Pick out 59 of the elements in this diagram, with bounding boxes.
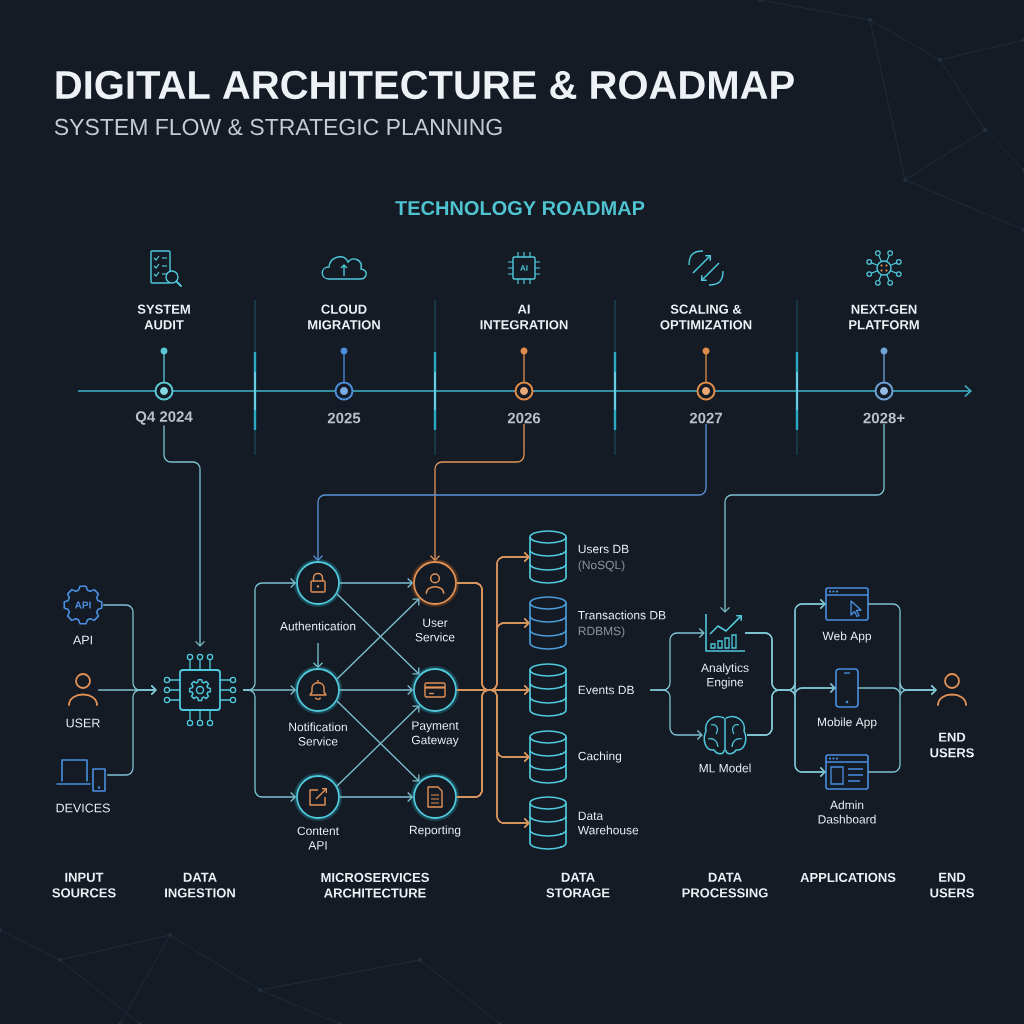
node-label: Payment Gateway	[411, 721, 459, 747]
node-label: ML Model	[699, 763, 751, 773]
database-label: Transactions DB	[578, 610, 666, 620]
arrow	[339, 791, 414, 803]
milestone-label: CLOUD MIGRATION	[308, 304, 380, 330]
arrow	[106, 684, 157, 776]
milestone-label: AI INTEGRATION	[480, 304, 568, 330]
section-heading: TECHNOLOGY ROADMAP	[395, 200, 645, 216]
node-label: User Service	[415, 618, 455, 642]
node-label: DEVICES	[56, 803, 110, 813]
column-heading: APPLICATIONS	[800, 872, 896, 882]
arrow	[429, 423, 525, 562]
milestone-label: SYSTEM AUDIT	[137, 304, 190, 330]
title: DIGITAL ARCHITECTURE & ROADMAP	[56, 70, 794, 100]
node-label: END USERS	[930, 732, 974, 758]
arrow	[312, 642, 324, 669]
milestone-label: NEXT-GEN PLATFORM	[849, 304, 919, 330]
column-heading: DATA INGESTION	[165, 872, 235, 898]
node-label: USER	[66, 718, 100, 728]
arrow	[746, 689, 826, 778]
arrow	[163, 424, 206, 647]
year-label: 2028+	[863, 412, 905, 424]
node-label: Admin Dashboard	[818, 800, 876, 824]
node-label: Reporting	[410, 825, 461, 837]
node-label: Web App	[822, 631, 872, 643]
node-label: Mobile App	[818, 717, 877, 729]
arrow	[649, 689, 703, 741]
column-heading: END USERS	[930, 872, 974, 898]
year-label: 2026	[507, 412, 541, 424]
column-heading: DATA STORAGE	[546, 872, 610, 898]
icon-text: AI	[520, 265, 528, 271]
database-label: Caching	[578, 751, 622, 763]
node-label: Content API	[297, 826, 339, 850]
arrow	[312, 423, 707, 562]
branching-arrows	[456, 551, 530, 829]
column-heading: MICROSERVICES ARCHITECTURE	[321, 872, 429, 898]
year-label: Q4 2024	[135, 411, 193, 425]
node-label: Analytics Engine	[701, 663, 749, 689]
database-label: Data Warehouse	[577, 811, 639, 835]
milestone-label: SCALING & OPTIMIZATION	[660, 304, 752, 330]
arrow	[339, 577, 414, 589]
icon-text: API	[74, 601, 91, 609]
arrow	[339, 684, 414, 696]
chip-icon	[163, 653, 237, 727]
node-label: Notification Service	[289, 722, 347, 746]
year-label: 2027	[689, 412, 723, 424]
column-heading: INPUT SOURCES	[52, 872, 116, 898]
subtitle: SYSTEM FLOW & STRATEGIC PLANNING	[54, 118, 502, 136]
node-label: Authentication	[280, 621, 356, 631]
database-type: (NoSQL)	[578, 560, 625, 572]
arrow	[867, 684, 937, 773]
database-label: Users DB	[578, 544, 629, 554]
arrow	[242, 689, 297, 803]
node-label: API	[72, 635, 92, 645]
column-heading: DATA PROCESSING	[682, 872, 768, 898]
year-label: 2025	[327, 412, 361, 424]
database-type: RDBMS)	[578, 626, 625, 638]
database-label: Events DB	[578, 685, 634, 695]
arrow	[719, 423, 885, 613]
